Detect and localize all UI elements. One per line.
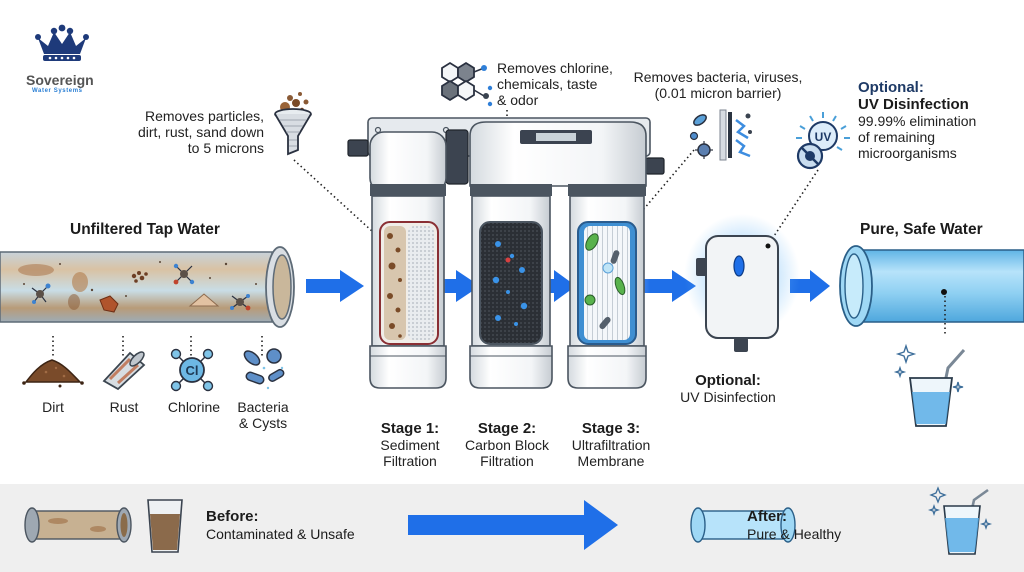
- sediment-callout-line: to 5 microns: [187, 140, 264, 156]
- brand-logo: [30, 24, 94, 70]
- brand-tagline: Water Systems: [32, 88, 83, 94]
- uv-callout-line: microorganisms: [858, 145, 957, 161]
- uv-callout-title: UV Disinfection: [858, 96, 969, 113]
- clean-pipe-small-icon: [690, 507, 796, 543]
- membrane-callout: Removes bacteria, viruses, (0.01 micron …: [628, 69, 808, 101]
- flow-arrow-1: [306, 270, 364, 302]
- carbon-media: [479, 221, 543, 345]
- uv-unit-subtitle: UV Disinfection: [680, 389, 776, 405]
- stage-1-line: Filtration: [383, 453, 437, 469]
- contaminant-label-line: Bacteria: [237, 399, 289, 415]
- contaminant-label-bacteria: Bacteria & Cysts: [228, 399, 298, 431]
- stage-3-line: Ultrafiltration: [571, 437, 651, 453]
- flow-arrow-5: [790, 270, 830, 302]
- stage-3-label: Stage 3: Ultrafiltration Membrane: [556, 420, 666, 469]
- source-title: Unfiltered Tap Water: [70, 221, 220, 238]
- chlorine-symbol: Cl: [186, 363, 199, 378]
- dirty-glass-icon: [147, 499, 183, 553]
- clean-glass-icon: [928, 486, 993, 555]
- molecule-icon: [441, 61, 493, 107]
- dirt-pile-icon: [22, 359, 84, 388]
- stage-2-title: Stage 2:: [477, 420, 537, 437]
- water-glass-icon: [893, 343, 966, 427]
- brand-name: Sovereign: [26, 72, 94, 88]
- flow-arrow-2: [424, 270, 480, 302]
- filter-housing: [347, 117, 665, 389]
- sediment-callout: Removes particles, dirt, rust, sand down…: [112, 108, 264, 156]
- flow-arrow-4: [604, 270, 696, 302]
- contaminant-label-line: & Cysts: [238, 415, 288, 431]
- sediment-callout-line: Removes particles,: [144, 108, 264, 124]
- chlorine-molecule-icon: Cl: [170, 348, 214, 392]
- flow-arrow-3: [530, 270, 576, 302]
- stage-1-label: Stage 1: Sediment Filtration: [360, 420, 460, 469]
- uv-unit-label: Optional: UV Disinfection: [668, 372, 788, 405]
- uv-unit-title: Optional:: [695, 372, 761, 389]
- stage-2-label: Stage 2: Carbon Block Filtration: [452, 420, 562, 469]
- uv-callout-line: 99.99% elimination: [858, 113, 977, 129]
- stage-2-line: Carbon Block: [464, 437, 550, 453]
- stage-1-line: Sediment: [380, 437, 440, 453]
- carbon-callout-line: Removes chlorine,: [497, 60, 613, 76]
- rusty-pipe-icon: [102, 351, 146, 391]
- uv-unit: [684, 214, 800, 352]
- before-title: Before:: [206, 508, 259, 525]
- carbon-callout-line: chemicals, taste: [497, 76, 598, 92]
- crown-icon: [35, 24, 89, 61]
- after-title: After:: [747, 508, 787, 525]
- clean-pipe: [839, 245, 1024, 327]
- membrane-barrier-icon: [689, 109, 752, 161]
- carbon-callout: Removes chlorine, chemicals, taste & odo…: [497, 60, 637, 108]
- uv-badge-text: UV: [815, 130, 832, 144]
- unfiltered-pipe: [0, 246, 295, 328]
- stage-3-line: Membrane: [577, 453, 645, 469]
- uv-callout: Optional: UV Disinfection 99.99% elimina…: [858, 79, 1018, 162]
- uv-callout-title: Optional:: [858, 79, 924, 96]
- membrane-callout-line: Removes bacteria, viruses,: [633, 69, 803, 85]
- bacteria-icon: [243, 348, 285, 390]
- after-subtitle: Pure & Healthy: [747, 526, 842, 542]
- uv-sun-icon: UV: [796, 112, 850, 170]
- stage-2-line: Filtration: [480, 453, 534, 469]
- contaminant-leader-lines: [52, 336, 263, 356]
- funnel-icon: [274, 92, 312, 156]
- output-leader-line: [944, 296, 946, 336]
- contaminant-label-chlorine: Chlorine: [167, 399, 221, 415]
- uv-callout-line: of remaining: [858, 129, 936, 145]
- comparison-arrow: [408, 500, 618, 550]
- contaminant-label-rust: Rust: [109, 399, 139, 415]
- membrane-callout-line: (0.01 micron barrier): [654, 85, 782, 101]
- dirty-pipe-small-icon: [24, 507, 132, 543]
- carbon-callout-line: & odor: [497, 92, 539, 108]
- contaminant-label-dirt: Dirt: [42, 399, 64, 415]
- stage-3-title: Stage 3:: [581, 420, 641, 437]
- sediment-callout-line: dirt, rust, sand down: [137, 124, 264, 140]
- output-title: Pure, Safe Water: [860, 221, 983, 238]
- before-subtitle: Contaminated & Unsafe: [206, 526, 355, 542]
- stage-1-title: Stage 1:: [380, 420, 440, 437]
